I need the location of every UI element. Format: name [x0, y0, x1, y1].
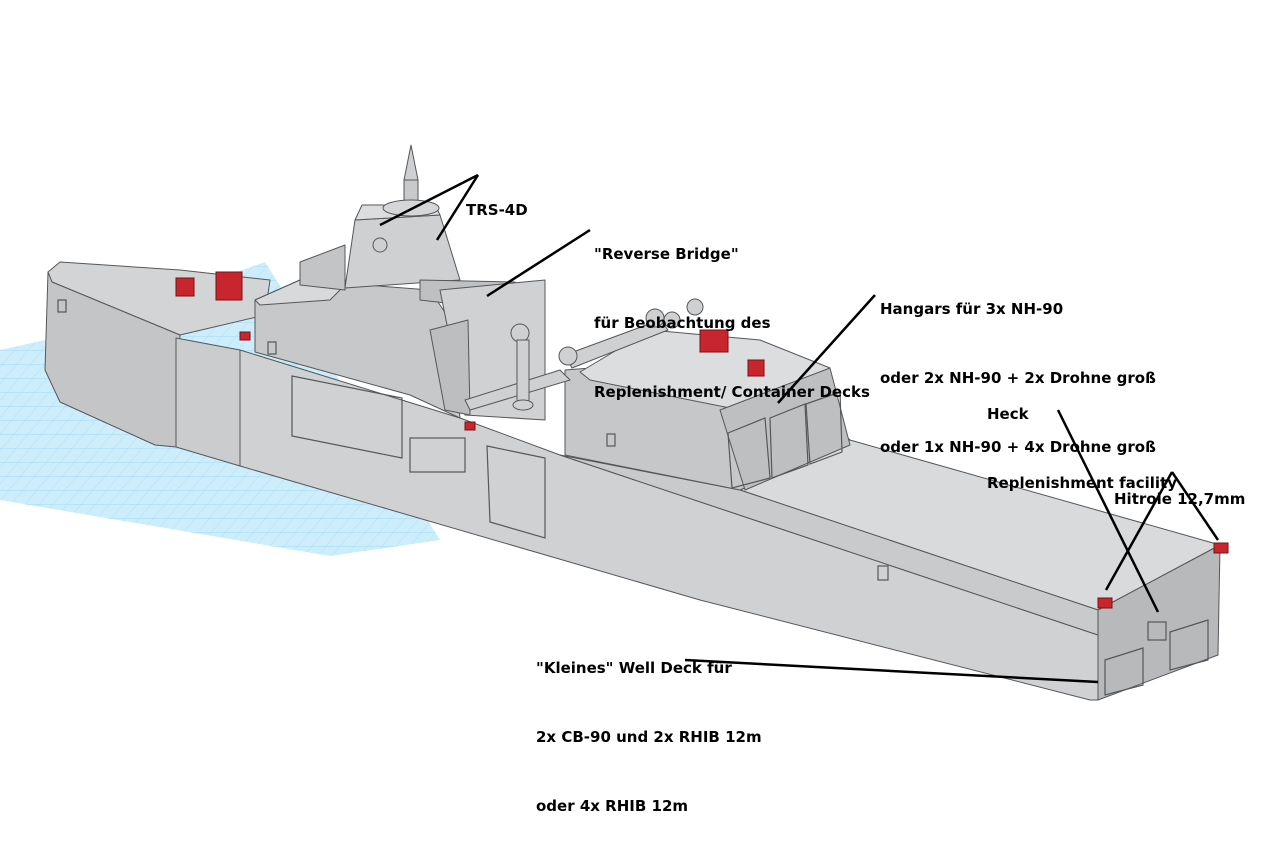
leader-welldeck — [684, 658, 1099, 684]
sensor-domes — [510, 298, 704, 411]
label-reverse-bridge: "Reverse Bridge" für Beobachtung des Rep… — [594, 245, 870, 401]
ship-model-diagram: TRS-4D "Reverse Bridge" für Beobachtung … — [0, 144, 1246, 815]
label-well-deck: "Kleines" Well Deck für 2x CB-90 und 2x … — [536, 659, 762, 815]
leader-hangars — [777, 294, 876, 404]
label-hangars: Hangars für 3x NH-90 oder 2x NH-90 + 2x … — [880, 300, 1156, 456]
leader-hitrole-right — [1170, 471, 1220, 541]
ship-hull — [44, 204, 1221, 701]
weapon-mounts — [175, 271, 1229, 609]
hull-details — [57, 299, 1209, 696]
leader-hitrole-left — [1104, 471, 1174, 591]
leader-heck — [1056, 409, 1160, 613]
leader-trs-left — [379, 173, 479, 227]
leader-bridge — [486, 228, 591, 298]
leader-trs-right — [435, 174, 480, 241]
label-heck: Heck Replenishment facility — [987, 405, 1177, 492]
ship-3d-model — [0, 144, 1229, 701]
leader-lines — [379, 173, 1220, 684]
label-trs-4d: TRS-4D — [466, 201, 528, 219]
label-hitrole: Hitrole 12,7mm — [1114, 490, 1246, 508]
